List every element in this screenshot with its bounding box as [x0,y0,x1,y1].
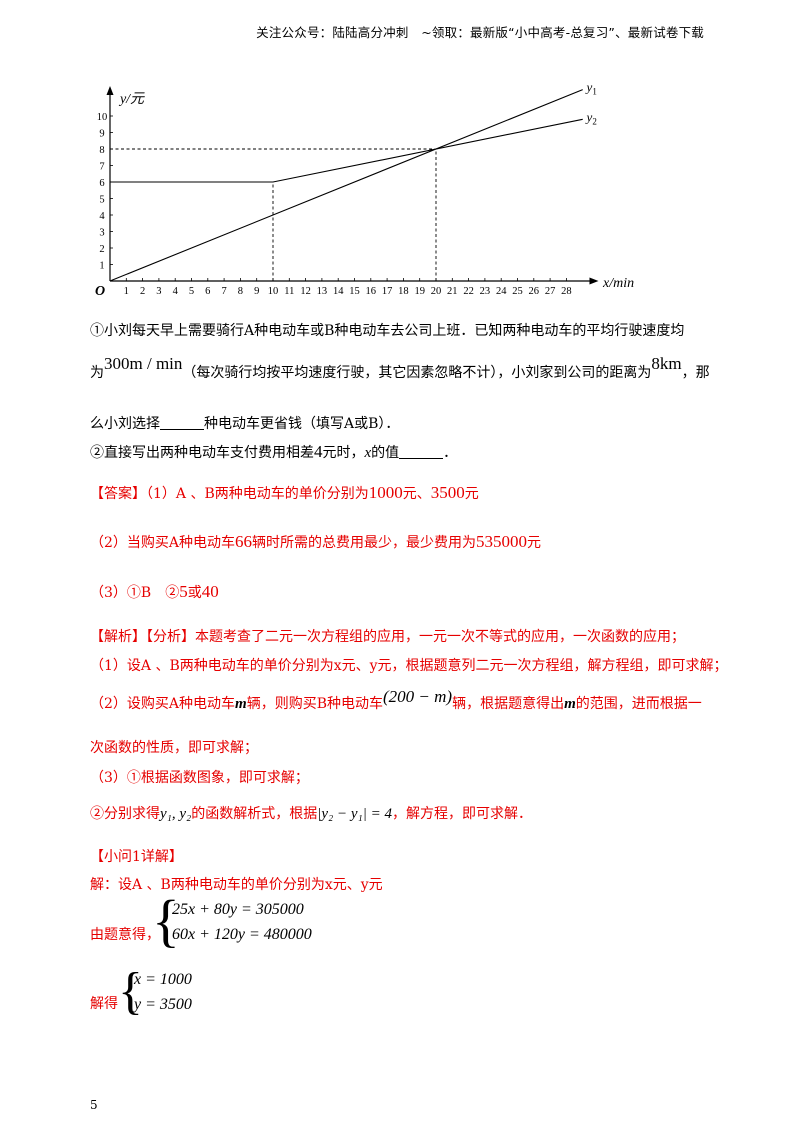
distance-value: 8km [651,354,682,373]
brace: { [152,888,180,953]
x-tick-label: 22 [463,286,474,297]
x-tick-label: 18 [398,286,409,297]
series-line-y1 [109,89,583,282]
y-tick-label: 10 [97,112,108,123]
solution-2: y = 3500 [134,996,192,1013]
analysis-line-5: （3）①根据函数图象，即可求解； [90,770,309,786]
x-tick-label: 10 [268,286,279,297]
equation-1: 25x + 80y = 305000 [172,901,304,918]
origin-label: O [95,284,105,299]
x-tick-label: 1 [124,286,129,297]
y-tick-label: 8 [99,145,104,156]
x-axis-arrow [589,277,599,285]
x-tick-label: 8 [238,286,243,297]
question-2: ②直接写出两种电动车支付费用相差4元时，x的值． [90,442,458,461]
x-tick-label: 13 [317,286,328,297]
answer-1: 【答案】（1）A 、B两种电动车的单价分别为1000元、3500元 [90,483,479,502]
series-label-y2: y2 [585,109,597,126]
x-tick-label: 11 [284,286,294,297]
y-tick-label: 2 [99,244,104,255]
y-tick-label: 3 [99,228,104,239]
x-tick-label: 20 [431,286,442,297]
y-tick-label: 6 [99,178,104,189]
x-tick-label: 19 [414,286,425,297]
y-tick-label: 4 [99,211,105,222]
analysis-line-4: 次函数的性质，即可求解； [90,740,258,756]
brace: { [118,963,143,1020]
analysis-line-1: 【解析】【分析】本题考查了二元一次方程组的应用，一元一次不等式的应用，一次函数的… [90,629,685,645]
x-tick-label: 12 [300,286,311,297]
x-tick-label: 28 [561,286,572,297]
x-tick-label: 17 [382,286,393,297]
x-tick-label: 15 [349,286,360,297]
x-tick-label: 21 [447,286,458,297]
question-line-3: 么小刘选择种电动车更省钱（填写A或B）． [90,416,400,432]
x-tick-label: 6 [205,286,210,297]
x-tick-label: 23 [480,286,491,297]
x-tick-label: 16 [366,286,377,297]
question-line-2: 为300m / min（每次骑行均按平均速度行驶，其它因素忽略不计），小刘家到公… [90,354,710,381]
equation-2: 60x + 120y = 480000 [172,926,312,943]
detail-title: 【小问1详解】 [90,849,183,865]
x-tick-label: 25 [512,286,523,297]
x-tick-label: 26 [529,286,540,297]
y-tick-label: 9 [99,129,104,140]
page-header: 关注公众号：陆陆高分冲刺 ~领取：最新版“小中高考-总复习”、最新试卷下载 [256,25,704,40]
x-tick-label: 27 [545,286,556,297]
x-tick-label: 9 [254,286,259,297]
detail-line-1: 解：设A 、B两种电动车的单价分别为x元、y元 [90,877,383,893]
y-axis-arrow [106,86,114,95]
y-tick-label: 7 [99,162,104,173]
answer-blank [160,416,204,430]
speed-value: 300m / min [104,354,183,373]
x-tick-label: 4 [173,286,179,297]
y-tick-label: 5 [99,195,104,206]
answer-2: （2）当购买A种电动车66辆时所需的总费用最少，最少费用为535000元 [90,532,542,551]
answer-3: （3）①B ②5或40 [90,582,219,601]
question-line-1: ①小刘每天早上需要骑行A种电动车或B种电动车去公司上班．已知两种电动车的平均行驶… [90,323,685,339]
x-tick-label: 7 [221,286,226,297]
y-axis-label: y/元 [118,92,145,107]
y-tick-label: 1 [99,261,104,272]
series-line-y2 [110,118,583,183]
x-axis-label: x/min [602,276,634,291]
page-number: 5 [90,1098,98,1112]
x-tick-label: 2 [140,286,145,297]
analysis-line-3: （2）设购买A种电动车m辆，则购买B种电动车(200 − m)辆，根据题意得出m… [90,687,702,712]
series-label-y1: y1 [585,80,597,97]
analysis-line-2: （1）设A 、B两种电动车的单价分别为x元、y元，根据题意列二元一次方程组，解方… [90,658,728,674]
analysis-line-6: ②分别求得y₁, y₂的函数解析式，根据|y₂ − y₁| = 4，解方程，即可… [90,806,532,822]
answer-blank [399,445,444,459]
x-tick-label: 24 [496,286,507,297]
x-tick-label: 3 [156,286,161,297]
detail-line-3: 解得 [90,996,118,1012]
detail-line-2: 由题意得， [90,927,160,943]
x-tick-label: 14 [333,286,344,297]
x-tick-label: 5 [189,286,194,297]
solution-1: x = 1000 [134,971,192,988]
